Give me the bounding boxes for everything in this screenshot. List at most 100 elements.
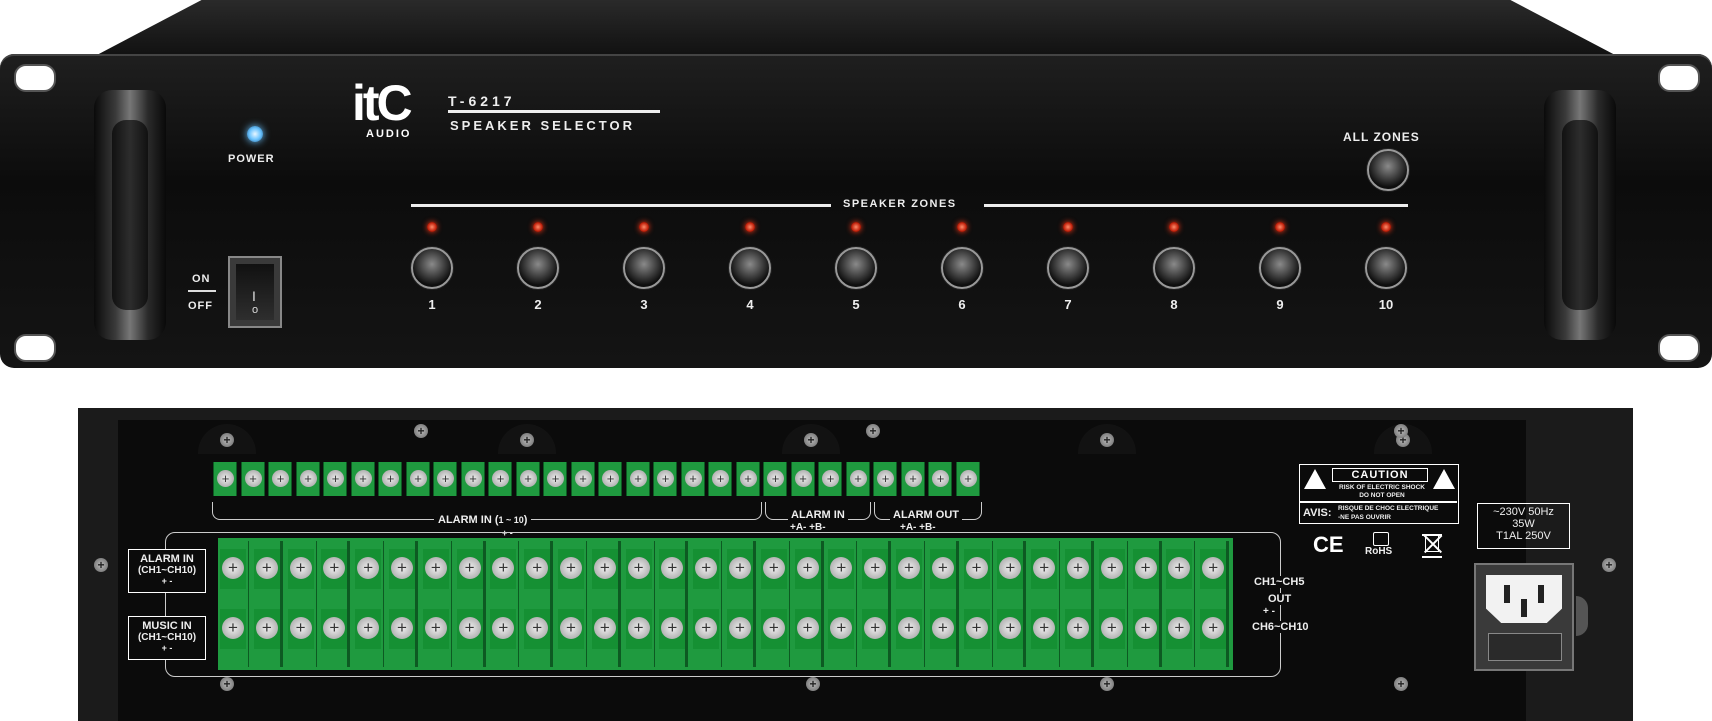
alarm-terminal[interactable]: +: [790, 462, 815, 496]
alarm-terminal[interactable]: +: [488, 462, 512, 496]
speaker-terminal-pair[interactable]: ++: [691, 541, 723, 667]
speaker-terminal-pair[interactable]: ++: [1063, 541, 1094, 667]
terminal-screw-icon: +: [1134, 557, 1157, 579]
speaker-terminal-pair[interactable]: ++: [218, 541, 249, 667]
speaker-terminal-pair[interactable]: ++: [826, 541, 858, 667]
alarm-terminal[interactable]: +: [433, 462, 457, 496]
terminal-screw-icon: +: [547, 470, 564, 487]
alarm-terminal[interactable]: +: [598, 462, 622, 496]
alarm-terminal[interactable]: +: [680, 462, 705, 496]
speaker-terminal-pair[interactable]: ++: [556, 541, 587, 667]
speaker-terminal-pair[interactable]: ++: [387, 541, 418, 667]
switch-off-label: OFF: [188, 300, 213, 312]
speaker-terminal-pair[interactable]: ++: [894, 541, 925, 667]
alarm-in-range-text: ALARM IN: [438, 514, 492, 526]
alarm-terminal[interactable]: +: [515, 462, 540, 496]
terminal-screw-icon: +: [931, 557, 954, 579]
speaker-terminal-pair[interactable]: ++: [454, 541, 486, 667]
all-zones-button[interactable]: [1367, 149, 1409, 191]
speaker-terminal-pair[interactable]: ++: [1130, 541, 1162, 667]
screw-icon: +: [866, 424, 880, 438]
alarm-terminal[interactable]: +: [350, 462, 375, 496]
music-in-box: MUSIC IN (CH1~CH10) + -: [128, 616, 206, 660]
alarm-terminal[interactable]: +: [653, 462, 677, 496]
alarm-terminal[interactable]: +: [845, 462, 870, 496]
alarm-terminal[interactable]: +: [378, 462, 402, 496]
speaker-terminal-pair[interactable]: ++: [792, 541, 824, 667]
speaker-terminal-pair[interactable]: ++: [353, 541, 385, 667]
speaker-terminal-pair[interactable]: ++: [657, 541, 689, 667]
zone-10-button[interactable]: [1365, 247, 1407, 289]
terminal-screw-icon: +: [1100, 617, 1123, 639]
alarm-terminal[interactable]: +: [543, 462, 567, 496]
terminal-screw-icon: +: [739, 470, 757, 487]
alarm-terminal[interactable]: +: [323, 462, 347, 496]
ce-mark-icon: CE: [1313, 532, 1344, 557]
switch-divider: [188, 290, 216, 292]
zone-1-button[interactable]: [411, 247, 453, 289]
speaker-terminal-pair[interactable]: ++: [420, 541, 452, 667]
alarm-terminal[interactable]: +: [900, 462, 925, 496]
speaker-terminal-pair[interactable]: ++: [319, 541, 351, 667]
zone-9-button[interactable]: [1259, 247, 1301, 289]
alarm-terminal[interactable]: +: [708, 462, 732, 496]
alarm-terminal[interactable]: +: [570, 462, 595, 496]
zone-6-button[interactable]: [941, 247, 983, 289]
terminal-screw-icon: +: [931, 617, 954, 639]
speaker-terminal-pair[interactable]: ++: [961, 541, 993, 667]
speaker-terminal-pair[interactable]: ++: [1029, 541, 1061, 667]
zone-1-led: [427, 222, 437, 232]
zone-3-button[interactable]: [623, 247, 665, 289]
speaker-terminal-pair[interactable]: ++: [860, 541, 892, 667]
alarm-terminal[interactable]: +: [955, 462, 980, 496]
speaker-terminal-pair[interactable]: ++: [488, 541, 520, 667]
zone-4-button[interactable]: [729, 247, 771, 289]
alarm-terminal[interactable]: +: [625, 462, 650, 496]
alarm-terminal[interactable]: +: [240, 462, 265, 496]
terminal-screw-icon: +: [684, 470, 702, 487]
zone-5-button[interactable]: [835, 247, 877, 289]
speaker-terminal-pair[interactable]: ++: [725, 541, 756, 667]
alarm-terminal[interactable]: +: [295, 462, 320, 496]
zone-3-label: 3: [640, 297, 648, 312]
terminal-screw-icon: +: [354, 470, 372, 487]
speaker-terminal-pair[interactable]: ++: [1096, 541, 1128, 667]
front-panel-top-cover: [95, 0, 1617, 56]
caution-label: CAUTION RISK OF ELECTRIC SHOCK DO NOT OP…: [1299, 464, 1459, 524]
terminal-screw-icon: +: [629, 470, 647, 487]
speaker-terminal-pair[interactable]: ++: [927, 541, 959, 667]
speaker-terminal-pair[interactable]: ++: [589, 541, 621, 667]
speaker-terminal-pair[interactable]: ++: [758, 541, 790, 667]
alarm-terminal[interactable]: +: [763, 462, 787, 496]
speaker-terminal-pair[interactable]: ++: [1164, 541, 1196, 667]
terminal-screw-icon: +: [1067, 557, 1089, 579]
power-switch[interactable]: I o: [228, 256, 282, 328]
speaker-terminal-pair[interactable]: ++: [1198, 541, 1230, 667]
screw-icon: +: [414, 424, 428, 438]
alarm-terminal[interactable]: +: [268, 462, 292, 496]
alarm-terminal[interactable]: +: [928, 462, 952, 496]
speaker-terminal-pair[interactable]: ++: [522, 541, 554, 667]
zone-7-button[interactable]: [1047, 247, 1089, 289]
speaker-terminal-pair[interactable]: ++: [995, 541, 1027, 667]
terminal-screw-icon: +: [593, 617, 616, 639]
alarm-terminal[interactable]: +: [405, 462, 430, 496]
caution-title: CAUTION: [1332, 468, 1428, 482]
alarm-terminal[interactable]: +: [213, 462, 237, 496]
alarm-terminal[interactable]: +: [873, 462, 897, 496]
alarm-terminal[interactable]: +: [818, 462, 842, 496]
ac-power-inlet[interactable]: [1474, 563, 1574, 671]
speaker-terminal-pair[interactable]: ++: [285, 541, 317, 667]
terminal-screw-icon: +: [864, 617, 887, 639]
terminal-screw-icon: +: [526, 617, 549, 639]
terminal-screw-icon: +: [1202, 557, 1225, 579]
alarm-terminal[interactable]: +: [735, 462, 760, 496]
zone-8-button[interactable]: [1153, 247, 1195, 289]
zone-2-button[interactable]: [517, 247, 559, 289]
speaker-terminal-pair[interactable]: ++: [623, 541, 655, 667]
terminal-screw-icon: +: [830, 557, 853, 579]
speaker-terminal-pair[interactable]: ++: [251, 541, 283, 667]
fuse-holder[interactable]: [1488, 633, 1562, 661]
alarm-terminal[interactable]: +: [460, 462, 485, 496]
terminal-screw-icon: +: [327, 470, 344, 487]
